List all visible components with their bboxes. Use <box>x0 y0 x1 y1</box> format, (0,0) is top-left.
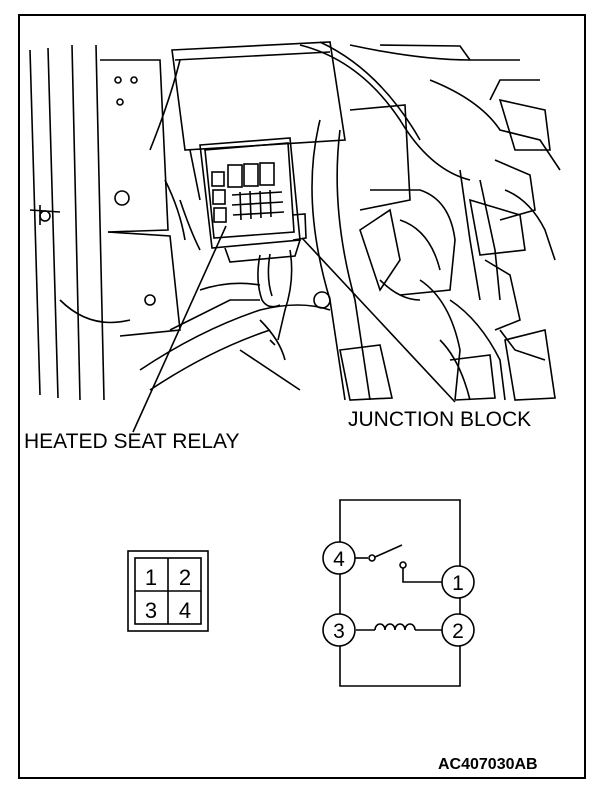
connector-pin-3: 3 <box>145 598 157 623</box>
terminal-1-circle <box>441 565 475 599</box>
terminal-2-circle <box>441 613 475 647</box>
connector-pin-2: 2 <box>179 565 191 590</box>
junction-block-leader-line <box>301 237 456 403</box>
terminal-3-label: 3 <box>333 620 345 643</box>
junction-block-drawing <box>199 137 307 341</box>
relay-leader-line <box>132 225 227 433</box>
terminal-1-label: 1 <box>452 572 464 595</box>
terminal-4-circle <box>322 541 356 575</box>
relay-terminals: 4 1 3 2 <box>322 541 475 647</box>
connector-pin-4: 4 <box>179 598 191 623</box>
terminal-4-label: 4 <box>333 548 345 571</box>
outer-border <box>18 14 586 779</box>
connector-face: 1 2 3 4 <box>127 550 209 632</box>
connector-pin-1: 1 <box>145 565 157 590</box>
terminal-3-circle <box>322 613 356 647</box>
junction-block-label: JUNCTION BLOCK <box>348 408 532 431</box>
figure-code: AC407030AB <box>438 756 538 773</box>
terminal-2-label: 2 <box>452 620 464 643</box>
heated-seat-relay-label: HEATED SEAT RELAY <box>24 430 240 453</box>
under-dash-illustration <box>29 41 561 401</box>
relay-schematic <box>339 499 461 687</box>
